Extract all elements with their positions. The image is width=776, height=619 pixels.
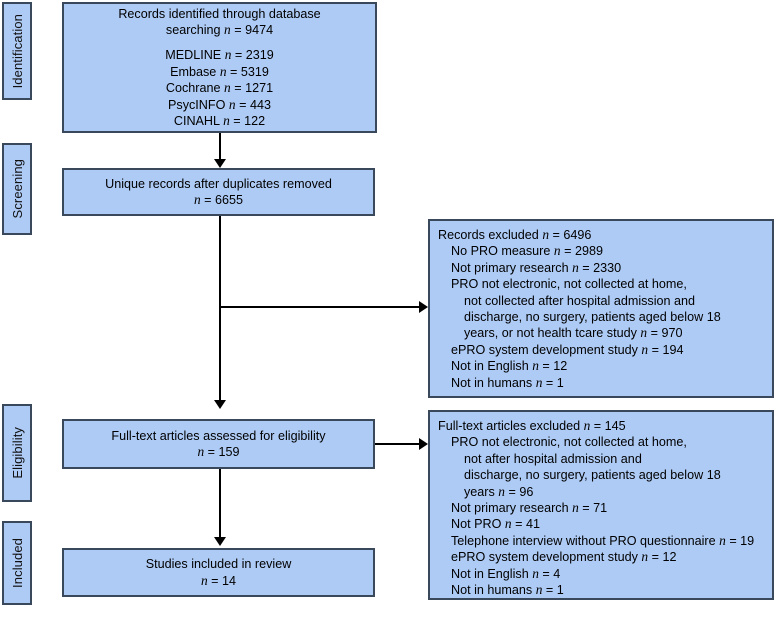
box-records-excluded: Records excluded n = 6496 No PRO measure… [428,219,774,398]
arrowhead-to-fulltext-excluded [419,438,428,450]
stage-label-identification-text: Identification [9,13,25,89]
fulltext-excluded-reason-1-cont3: years n = 96 [464,483,534,499]
stage-label-identification: Identification [2,2,32,100]
connector-to-records-excluded [220,306,421,308]
stage-label-eligibility-text: Eligibility [9,427,25,479]
box-fulltext-assessed: Full-text articles assessed for eligibil… [62,419,375,469]
fulltext-excluded-reason-1-cont2: discharge, no surgery, patients aged bel… [464,468,721,483]
arrowhead-identified-to-unique [214,159,226,168]
fulltext-excluded-reason-1-cont1: not after hospital admission and [464,451,642,466]
records-excluded-reason-6: Not in humans n = 1 [451,374,564,390]
fulltext-excluded-reason-7: Not in humans n = 1 [451,582,564,598]
records-excluded-reason-4: ePRO system development study n = 194 [451,341,684,357]
records-excluded-reason-3-cont3: years, or not health tcare study n = 970 [464,325,683,341]
stage-label-eligibility: Eligibility [2,404,32,502]
records-identified-source-cinahl: CINAHL n = 122 [173,113,266,129]
records-excluded-reason-3-cont1: not collected after hospital admission a… [464,293,696,308]
studies-included-line1: Studies included in review [145,557,292,572]
records-excluded-reason-2: Not primary research n = 2330 [451,259,622,275]
stage-label-screening-text: Screening [9,159,25,219]
records-identified-source-cochrane: Cochrane n = 1271 [165,80,274,96]
stage-label-screening: Screening [2,143,32,235]
box-unique-records: Unique records after duplicates removed … [62,168,375,216]
connector-fulltext-to-included [219,469,221,539]
arrowhead-unique-to-fulltext [214,400,226,409]
fulltext-excluded-reason-2: Not primary research n = 71 [451,500,608,516]
arrowhead-fulltext-to-included [214,537,226,546]
records-excluded-reason-5: Not in English n = 12 [451,358,568,374]
records-identified-source-embase: Embase n = 5319 [170,63,269,79]
fulltext-excluded-reason-3: Not PRO n = 41 [451,516,540,532]
fulltext-excluded-reason-1: PRO not electronic, not collected at hom… [451,435,687,450]
fulltext-excluded-reason-5: ePRO system development study n = 12 [451,549,677,565]
unique-records-line1: Unique records after duplicates removed [105,176,332,191]
records-identified-title-line2: searching n = 9474 [165,21,274,37]
arrowhead-to-records-excluded [419,301,428,313]
connector-unique-to-fulltext [219,216,221,402]
box-fulltext-excluded: Full-text articles excluded n = 145 PRO … [428,410,774,600]
records-excluded-reason-3-cont2: discharge, no surgery, patients aged bel… [464,310,721,325]
box-records-identified: Records identified through database sear… [62,2,377,133]
records-excluded-header: Records excluded n = 6496 [438,227,592,242]
fulltext-excluded-reason-4: Telephone interview without PRO question… [451,532,755,548]
stage-label-included-text: Included [9,538,25,588]
studies-included-line2: n = 14 [200,572,237,588]
connector-identified-to-unique [219,133,221,161]
fulltext-excluded-header: Full-text articles excluded n = 145 [438,418,626,433]
unique-records-line2: n = 6655 [193,192,244,207]
box-studies-included: Studies included in review n = 14 [62,548,375,597]
fulltext-excluded-reason-6: Not in English n = 4 [451,565,561,581]
records-identified-source-medline: MEDLINE n = 2319 [165,47,274,63]
records-excluded-reason-3: PRO not electronic, not collected at hom… [451,277,687,292]
connector-to-fulltext-excluded [375,443,421,445]
fulltext-assessed-line1: Full-text articles assessed for eligibil… [111,428,326,443]
records-excluded-reason-1: No PRO measure n = 2989 [451,243,603,259]
fulltext-assessed-line2: n = 159 [197,444,240,459]
records-identified-source-psycinfo: PsycINFO n = 443 [168,96,271,112]
records-identified-title-line1: Records identified through database [118,6,321,21]
stage-label-included: Included [2,521,32,605]
